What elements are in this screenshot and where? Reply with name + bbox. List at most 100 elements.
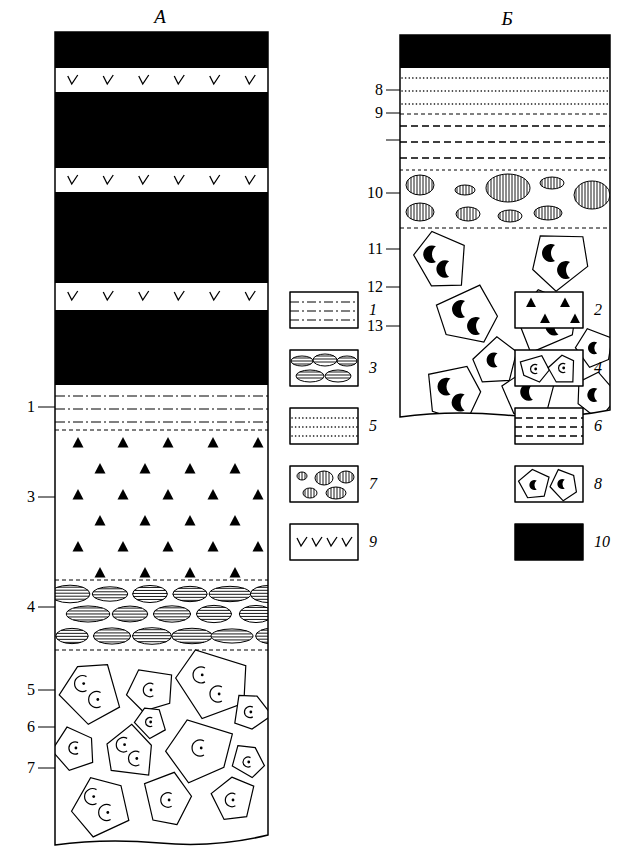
oval-stripe xyxy=(50,593,90,594)
oval-stripe xyxy=(337,487,338,499)
fossil-dot xyxy=(82,682,85,685)
callout-number: 9 xyxy=(375,105,383,121)
oval-stripe xyxy=(68,610,108,611)
oval-stripe xyxy=(293,364,311,365)
oval-stripe xyxy=(600,182,601,207)
layer-line xyxy=(55,422,268,423)
fossil-symbol xyxy=(243,757,251,767)
fossil-dot xyxy=(247,761,250,764)
rock-fragment xyxy=(145,772,192,824)
oval-stripe xyxy=(308,488,309,498)
oval-concretion xyxy=(315,471,333,485)
legend-number: 4 xyxy=(594,360,602,376)
black-layer xyxy=(53,192,270,283)
basalt-mark xyxy=(103,291,113,300)
legend-entry xyxy=(290,524,358,560)
swatch-pattern xyxy=(297,471,354,499)
swatch-border xyxy=(290,524,358,560)
oval-concretion xyxy=(326,487,346,499)
oval-stripe xyxy=(180,642,204,643)
oval-stripe xyxy=(316,356,334,357)
layer-line xyxy=(292,417,358,419)
swatch-pattern xyxy=(297,537,352,546)
oval-stripe xyxy=(557,178,558,189)
layer-line xyxy=(402,90,610,92)
oval-stripe xyxy=(134,590,166,591)
rock-fragment xyxy=(520,356,549,382)
swatch-border xyxy=(290,408,358,444)
legend-swatch xyxy=(515,292,583,328)
oval-stripe xyxy=(461,208,462,219)
swatch-pattern xyxy=(291,354,357,382)
oval-stripe xyxy=(95,632,129,633)
oval-stripe xyxy=(473,208,474,221)
basalt-mark xyxy=(68,175,78,184)
leader-line xyxy=(386,193,400,194)
leader-line xyxy=(386,249,400,250)
layer-line xyxy=(290,311,358,312)
oval-concretion xyxy=(256,628,289,644)
oval-stripe xyxy=(411,205,412,219)
oval-stripe xyxy=(331,488,332,498)
legend-entry xyxy=(290,350,358,386)
legend-number: 8 xyxy=(594,476,602,492)
swatch-border xyxy=(515,292,583,328)
oval-stripe xyxy=(337,361,357,362)
oval-stripe xyxy=(506,174,507,202)
basalt-mark xyxy=(174,175,184,184)
oval-stripe xyxy=(66,613,109,614)
oval-stripe xyxy=(198,610,230,611)
oval-stripe xyxy=(114,617,147,618)
callout-number: 11 xyxy=(368,241,383,257)
legend-swatch xyxy=(290,292,358,328)
oval-stripe xyxy=(138,641,167,642)
oval-stripe xyxy=(582,183,583,206)
basalt-mark xyxy=(174,291,184,300)
rock-fragment xyxy=(533,236,588,291)
oval-stripe xyxy=(139,629,164,630)
column-title: А xyxy=(154,7,166,26)
rock-fragment xyxy=(235,695,272,729)
triangle-mark xyxy=(253,437,264,448)
oval-stripe xyxy=(215,639,250,640)
basalt-mark xyxy=(103,175,113,184)
crescent-symbol xyxy=(438,378,451,396)
basalt-mark xyxy=(312,537,322,546)
basalt-mark xyxy=(174,75,184,84)
oval-stripe xyxy=(113,611,146,612)
oval-stripe xyxy=(329,472,330,484)
callout-number: 10 xyxy=(367,185,383,201)
rock-fragment xyxy=(519,470,550,498)
oval-stripe xyxy=(408,207,409,216)
oval-stripe xyxy=(314,489,315,497)
callout-number: 12 xyxy=(367,279,383,295)
fossil-symbol xyxy=(192,740,204,756)
oval-stripe xyxy=(588,181,589,208)
oval-stripe xyxy=(217,630,246,631)
legend-number: 3 xyxy=(369,360,377,376)
triangle-mark xyxy=(140,515,151,526)
oval-stripe xyxy=(155,610,189,611)
triangle-mark xyxy=(118,541,129,552)
rock-fragment xyxy=(232,746,264,778)
oval-stripe xyxy=(139,587,161,588)
crescent-symbol xyxy=(529,480,536,490)
rock-fragment xyxy=(126,670,171,711)
oval-stripe xyxy=(426,204,427,220)
triangle-mark xyxy=(185,463,196,474)
oval-stripe xyxy=(98,588,123,589)
legend-entry xyxy=(290,466,358,502)
oval-stripe xyxy=(343,489,344,498)
basalt-mark xyxy=(297,537,307,546)
oval-stripe xyxy=(314,362,337,363)
legend-entry xyxy=(290,408,358,444)
oval-stripe xyxy=(305,473,306,479)
legend-entry xyxy=(515,350,583,386)
oval-stripe xyxy=(545,178,546,188)
triangle-mark xyxy=(540,314,550,323)
legend-number: 10 xyxy=(594,534,610,550)
leader-line xyxy=(38,690,55,691)
fossil-dot xyxy=(96,698,99,701)
oval-stripe xyxy=(74,607,103,608)
oval-stripe xyxy=(133,638,170,639)
